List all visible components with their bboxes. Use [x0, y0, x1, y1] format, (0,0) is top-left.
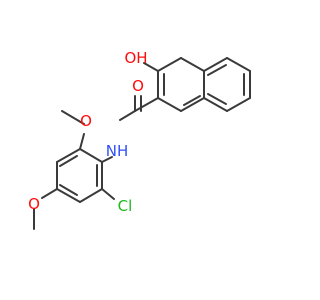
methoxy-top-oxygen-label: O — [80, 112, 92, 130]
bond — [56, 188, 81, 203]
bond — [226, 57, 251, 72]
chlorine-label: Cl — [118, 197, 133, 215]
bond — [79, 148, 103, 163]
molecule-structure-diagram: OH O NH O O Cl — [28, 49, 251, 230]
bond — [59, 155, 78, 167]
bond — [183, 95, 201, 106]
bond — [101, 188, 115, 200]
bond — [226, 97, 251, 112]
bond — [143, 62, 159, 72]
naphthalene-right-ring-bonds — [203, 57, 251, 112]
bond — [56, 148, 81, 163]
bond — [180, 57, 205, 72]
bond — [207, 93, 227, 105]
bond — [157, 57, 182, 72]
phenyl-substituent-bonds — [33, 110, 115, 230]
bond — [101, 156, 113, 163]
bond — [79, 188, 103, 203]
atom-labels: OH O NH O O Cl — [28, 49, 147, 215]
amide-nitrogen-label: NH — [106, 142, 129, 160]
bond — [59, 184, 78, 196]
phenyl-ring-bonds — [56, 148, 103, 203]
naphthalene-substituent-bonds — [134, 62, 159, 112]
bond — [61, 110, 85, 125]
bond — [203, 57, 228, 72]
methoxy-bottom-oxygen-label: O — [28, 195, 40, 213]
amide-bonds — [119, 95, 142, 121]
carbonyl-oxygen-label: O — [132, 77, 144, 95]
bond — [134, 97, 159, 112]
bond — [180, 97, 205, 112]
hydroxyl-label: OH — [124, 49, 147, 67]
bond — [41, 188, 58, 199]
naphthalene-left-ring-bonds — [157, 57, 205, 112]
bond — [207, 64, 227, 76]
bond — [79, 133, 85, 150]
bond — [119, 110, 136, 121]
bond — [157, 97, 182, 112]
bond — [203, 97, 228, 112]
